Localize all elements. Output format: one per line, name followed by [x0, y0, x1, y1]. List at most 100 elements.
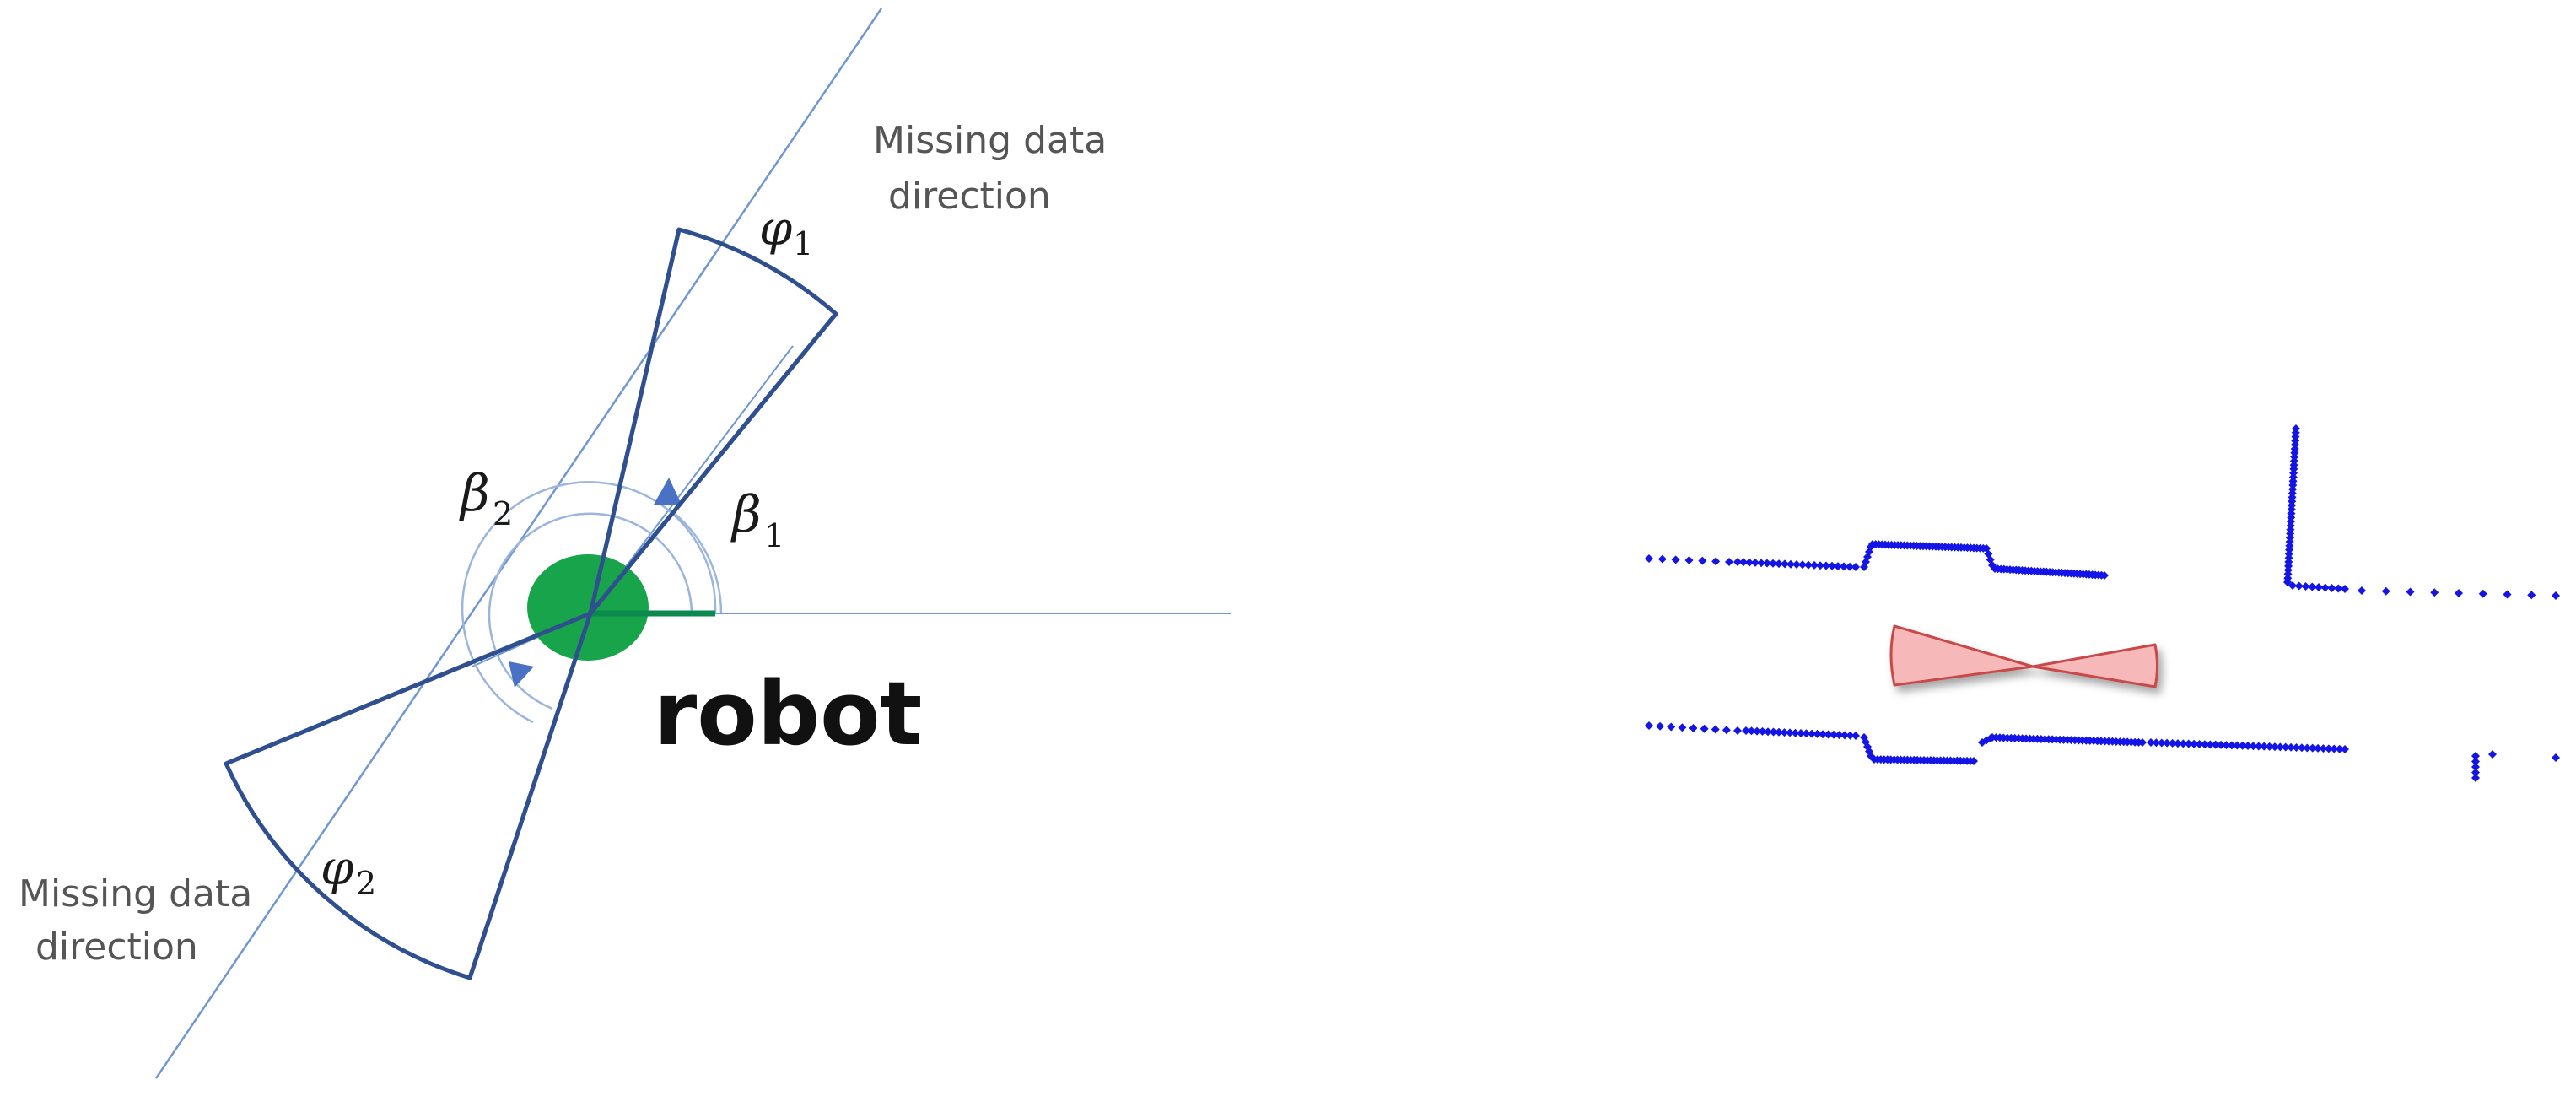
scan-point	[2552, 591, 2560, 600]
scan-point	[1657, 554, 1667, 564]
scan-point	[2217, 740, 2226, 749]
beta1-subscript: 1	[764, 517, 784, 554]
scan-point	[1671, 555, 1680, 564]
scan-point	[1700, 724, 1709, 733]
scan-point	[2308, 582, 2317, 591]
scan-point	[1645, 554, 1653, 563]
scan-point	[2270, 742, 2279, 752]
left-diagram: Missing data direction Missing data dire…	[19, 8, 1231, 1079]
scan-point	[1851, 732, 1860, 740]
scan-point	[2297, 743, 2306, 753]
missing-data-wedge	[1889, 624, 2158, 688]
scan-point	[1797, 729, 1805, 737]
scan-point	[2147, 738, 2155, 747]
scan-point	[1758, 726, 1767, 736]
scan-point	[1780, 728, 1789, 737]
scan-point	[2341, 745, 2349, 753]
beta1-symbol: β	[730, 485, 762, 544]
scan-point	[2288, 581, 2297, 590]
arrow-down-icon	[509, 661, 534, 688]
scan-point	[1813, 729, 1822, 738]
scan-point	[2294, 581, 2304, 591]
scan-point	[2152, 738, 2161, 748]
scan-point	[1816, 561, 1824, 570]
scan-point	[2478, 589, 2487, 598]
beta1-arc	[669, 509, 723, 614]
scan-point	[2358, 586, 2366, 595]
scan-point	[1828, 561, 1836, 570]
scan-point	[1698, 556, 1707, 565]
scan-point	[1742, 726, 1750, 735]
scan-point	[1840, 562, 1848, 571]
scan-point	[2138, 738, 2147, 747]
scan-point	[2249, 742, 2258, 751]
scan-point	[1684, 556, 1694, 564]
phi1-label: φ 1	[759, 202, 813, 262]
scan-point	[2488, 750, 2497, 759]
scan-point	[2327, 584, 2336, 592]
scan-point	[2195, 740, 2204, 748]
phi1-subscript: 1	[793, 225, 813, 262]
scan-point	[1645, 721, 1653, 730]
scan-point	[1792, 560, 1801, 569]
scan-point	[1733, 558, 1742, 566]
scan-point	[1722, 726, 1731, 735]
scan-point	[1822, 561, 1830, 570]
scan-point	[2552, 753, 2560, 762]
scan-point	[1840, 731, 1849, 740]
arrow-up-icon	[654, 478, 682, 505]
phi1-symbol: φ	[759, 202, 792, 256]
scan-point	[2315, 583, 2323, 591]
scan-point	[2254, 742, 2263, 751]
scan-point	[1781, 559, 1789, 569]
scan-point	[2406, 587, 2415, 597]
scan-point	[2455, 589, 2463, 597]
scan-point	[2430, 588, 2439, 597]
scan-point	[2292, 743, 2301, 752]
missing-data-label-top-line1: Missing data	[873, 119, 1107, 162]
scan-point	[2335, 744, 2344, 753]
scan-point	[1786, 728, 1794, 737]
scan-point	[1656, 721, 1665, 731]
scan-point	[2324, 744, 2333, 753]
scan-point	[2334, 584, 2343, 593]
scan-point	[1802, 729, 1811, 738]
scan-point	[1830, 730, 1838, 739]
scan-point	[2471, 763, 2480, 771]
sector-phi1-edge	[588, 229, 682, 614]
scan-point	[2211, 740, 2220, 749]
scan-point	[1769, 559, 1777, 568]
sector-phi1-edge-2	[589, 312, 838, 615]
scan-point	[2244, 742, 2252, 750]
sector-phi1	[588, 227, 838, 616]
scan-point	[2265, 742, 2274, 751]
scan-point	[1810, 560, 1819, 570]
scan-point	[1764, 727, 1772, 737]
scan-point	[1711, 557, 1721, 566]
phi2-subscript: 2	[356, 865, 376, 902]
scan-point	[1689, 724, 1698, 732]
scan-point	[2168, 738, 2177, 748]
scan-point	[2303, 743, 2312, 753]
scan-point	[1739, 558, 1748, 567]
scan-point	[1819, 730, 1827, 739]
scan-point	[2319, 744, 2328, 753]
scan-point	[1769, 727, 1778, 737]
scan-point	[1745, 558, 1754, 567]
scan-point	[1798, 560, 1807, 570]
scan-point	[2471, 752, 2480, 760]
beta2-arc-inner	[488, 512, 693, 710]
beta1-label: β 1	[730, 485, 784, 554]
sector-phi2-edge	[225, 611, 591, 766]
scan-point	[2157, 738, 2166, 748]
sector-phi2-edge-2	[467, 613, 593, 979]
scan-point	[1824, 730, 1833, 739]
scan-point	[2381, 586, 2390, 596]
beta2-label: β 2	[459, 464, 513, 532]
missing-data-label-bottom-line1: Missing data	[19, 872, 252, 915]
scan-point	[1846, 562, 1854, 571]
scan-point	[1834, 562, 1842, 571]
missing-data-label-bottom-line2: direction	[35, 926, 198, 969]
scan-point	[1970, 757, 1978, 765]
